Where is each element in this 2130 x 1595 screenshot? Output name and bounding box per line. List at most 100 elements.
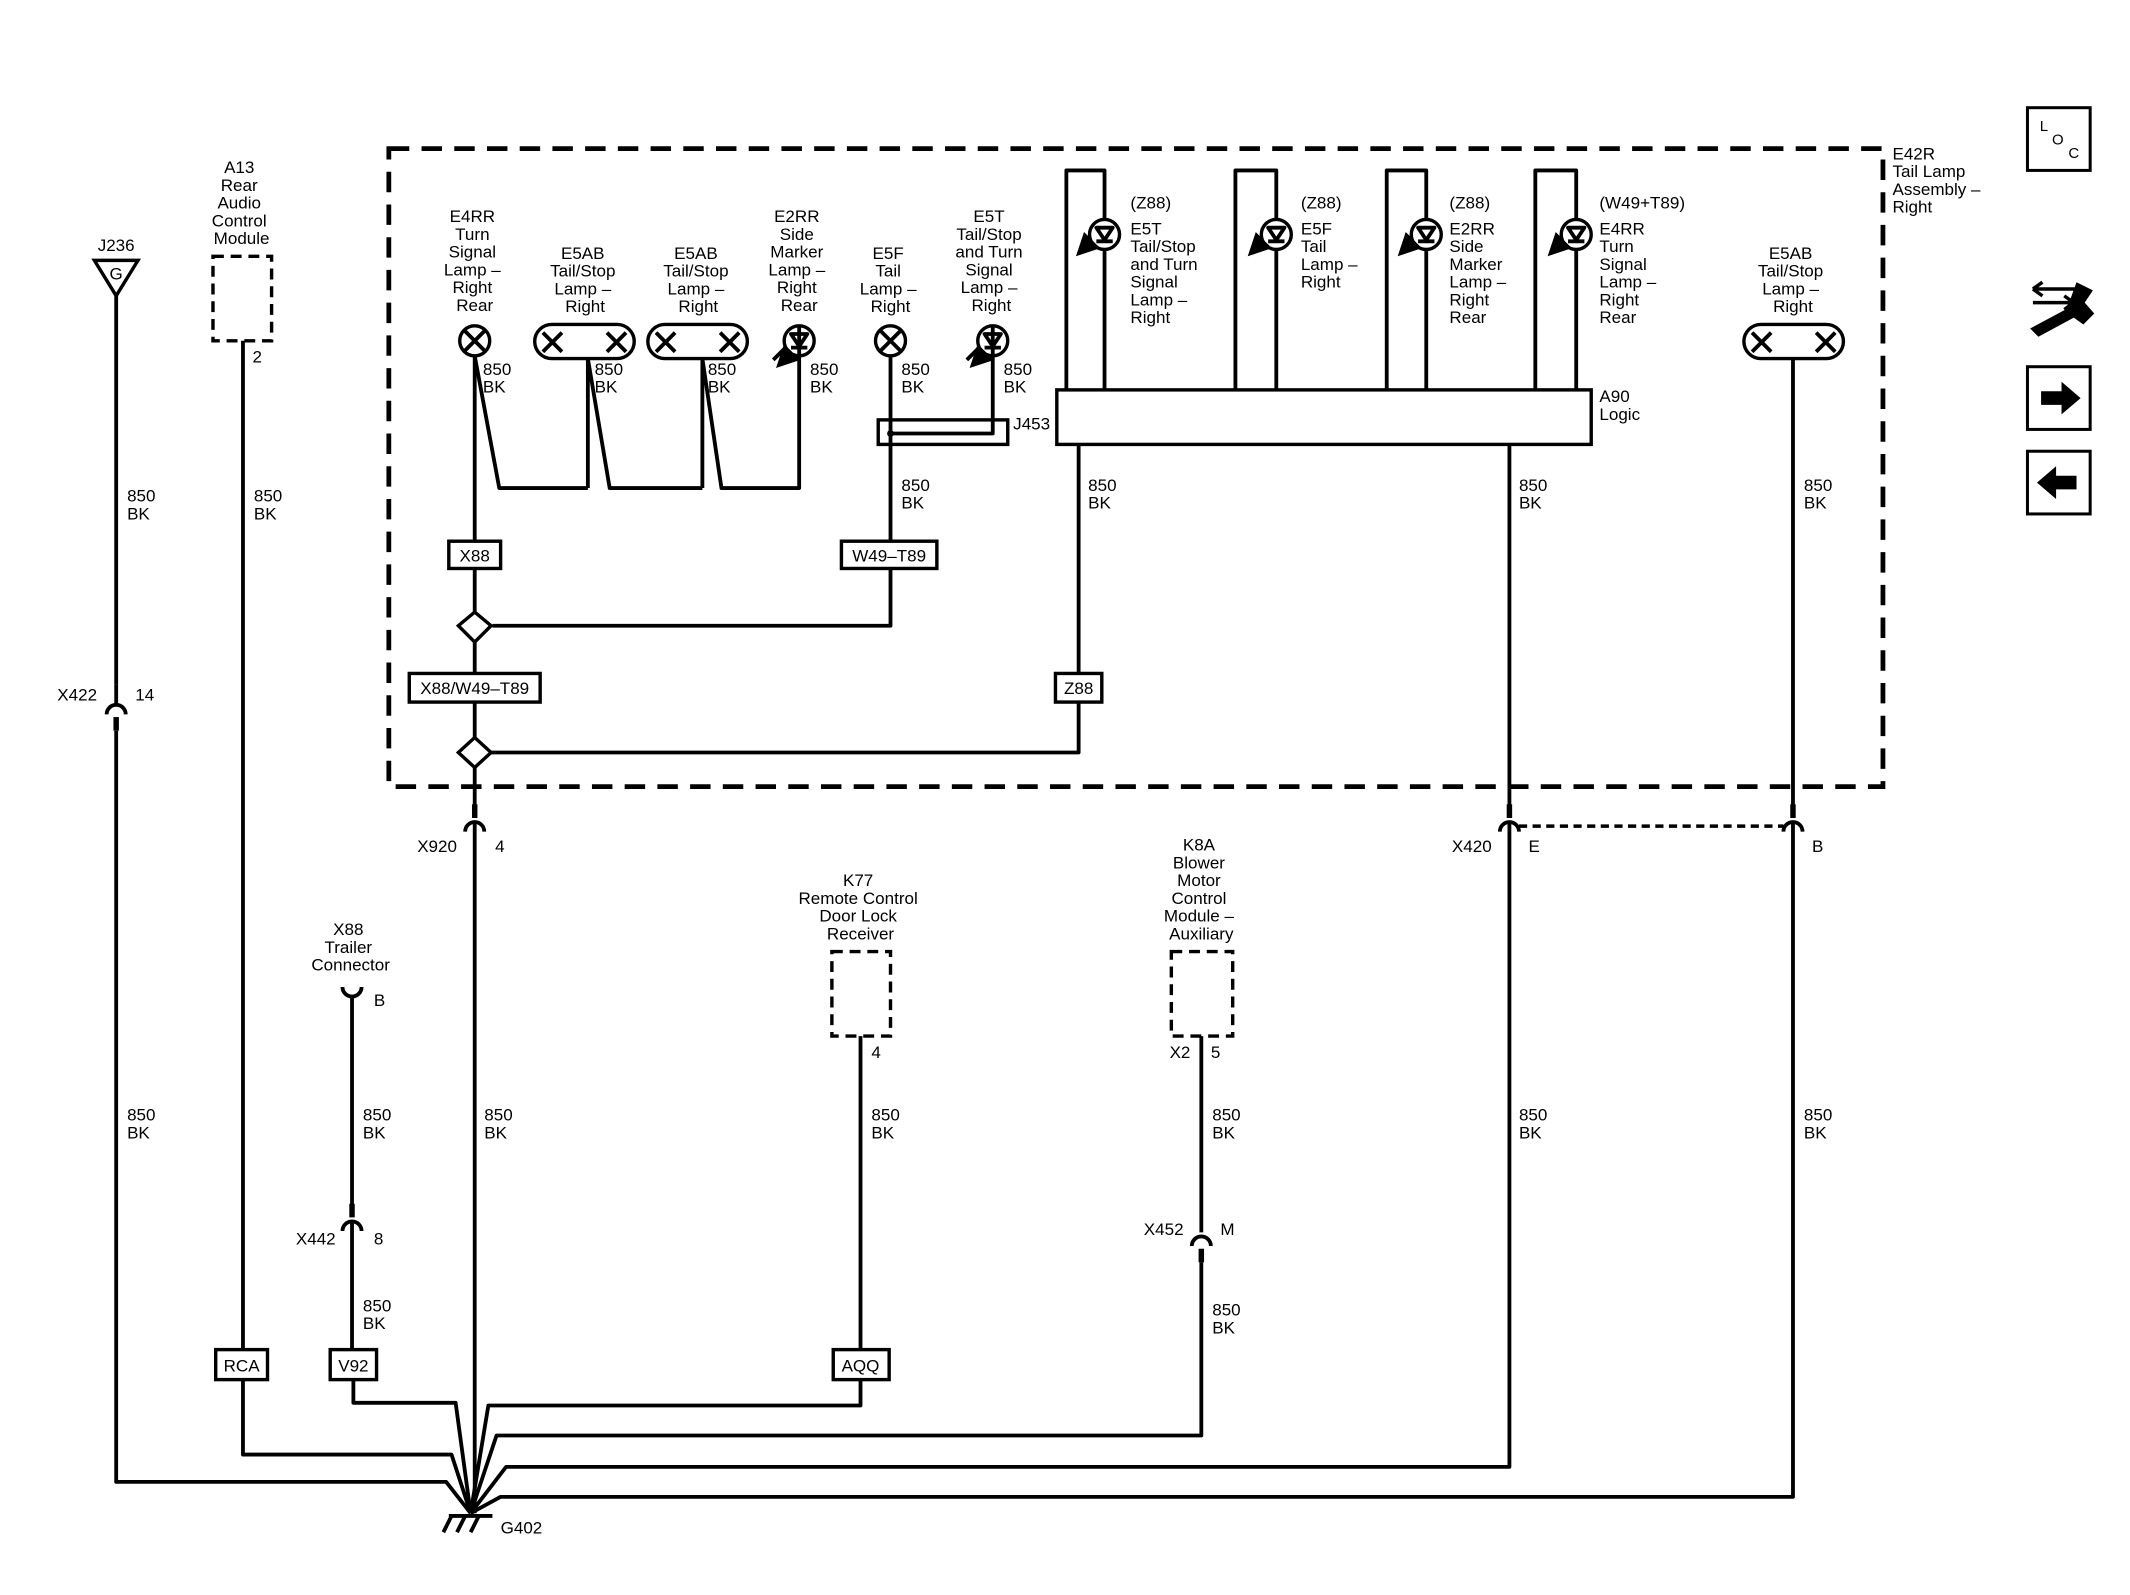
arrow-right-icon	[2041, 381, 2081, 415]
loc-button[interactable]: L O C	[2025, 106, 2092, 172]
led-e5f-label: E5F Tail Lamp – Right	[1301, 219, 1363, 291]
k8a-label: K8A Blower Motor Control Module – Auxili…	[1164, 836, 1239, 944]
x442-name: X442	[296, 1230, 336, 1249]
option-label-x88-w49-t89: X88/W49–T89	[420, 679, 529, 698]
k8a-component: K8A Blower Motor Control Module – Auxili…	[1164, 836, 1239, 1062]
lamp-e5ab-2: E5AB Tail/Stop Lamp – Right	[646, 244, 750, 361]
e5ab-right-label: E5AB Tail/Stop Lamp – Right	[1758, 244, 1828, 316]
wrench-arrows-icon[interactable]	[2030, 280, 2095, 337]
next-button[interactable]	[2025, 365, 2092, 431]
option-box-aqq	[831, 1347, 891, 1382]
prev-button[interactable]	[2025, 449, 2092, 516]
j236-pin: G	[110, 264, 123, 283]
option-label-x88: X88	[460, 547, 490, 566]
option-box-w49-t89	[839, 539, 939, 571]
lamp-e4rr-rear: E4RR Turn Signal Lamp – Right Rear	[444, 207, 506, 358]
e4rr-label: E4RR Turn Signal Lamp – Right Rear	[444, 207, 506, 315]
x920-connector: X920 4	[417, 804, 505, 856]
k77-pin: 4	[871, 1043, 880, 1062]
splice-diamond-1	[455, 609, 494, 645]
led-e4rr-label: E4RR Turn Signal Lamp – Right Rear	[1599, 219, 1661, 327]
led-e5f-option: (Z88)	[1301, 194, 1342, 213]
g402-label: G402	[501, 1519, 543, 1538]
splice-diamond-2	[455, 735, 494, 770]
x420-name: X420	[1452, 837, 1492, 856]
led-lamp-e5t: (Z88) E5T Tail/Stop and Turn Signal Lamp…	[1075, 194, 1202, 327]
x452-connector: X452 M	[1144, 1220, 1235, 1263]
x88-trailer-connector: X88 Trailer Connector B	[311, 920, 390, 1010]
led-e2rr-label: E2RR Side Marker Lamp – Right Rear	[1449, 219, 1511, 327]
x442-connector: X442 8	[296, 1203, 383, 1249]
lamp-e5ab-1: E5AB Tail/Stop Lamp – Right	[532, 244, 636, 361]
option-box-rca	[213, 1347, 270, 1382]
x422-pin: 14	[135, 686, 154, 705]
k8a-pin: 5	[1211, 1043, 1220, 1062]
x452-pin: M	[1220, 1220, 1234, 1239]
e5f-label: E5F Tail Lamp – Right	[860, 244, 922, 316]
led-lamp-e4rr: (W49+T89) E4RR Turn Signal Lamp – Right …	[1547, 194, 1685, 327]
led-lamp-e5f: (Z88) E5F Tail Lamp – Right	[1247, 194, 1363, 292]
a90-logic-block	[1055, 388, 1593, 447]
x420-connector: X420 E B	[1452, 804, 1823, 856]
x420-pin-e: E	[1529, 837, 1540, 856]
x920-pin: 4	[495, 837, 504, 856]
led-e4rr-option: (W49+T89)	[1599, 194, 1685, 213]
e5t-label: E5T Tail/Stop and Turn Signal Lamp – Rig…	[955, 207, 1027, 315]
option-label-rca: RCA	[224, 1356, 261, 1375]
x420-pin-b: B	[1812, 837, 1823, 856]
x442-pin: 8	[374, 1230, 383, 1249]
x422-connector: X422 14	[57, 686, 154, 731]
x920-name: X920	[417, 837, 457, 856]
option-label-v92: V92	[338, 1356, 368, 1375]
arrow-left-icon	[2036, 466, 2077, 499]
k8a-connector: X2	[1170, 1043, 1191, 1062]
k77-label: K77 Remote Control Door Lock Receiver	[799, 871, 923, 943]
lamp-e5f: E5F Tail Lamp – Right	[860, 244, 922, 358]
x88-trailer-label: X88 Trailer Connector	[311, 920, 390, 974]
a13-label: A13 Rear Audio Control Module	[212, 158, 272, 248]
a13-pin: 2	[253, 348, 262, 367]
option-label-aqq: AQQ	[842, 1356, 880, 1375]
option-box-z88	[1053, 671, 1104, 704]
led-lamp-e2rr: (Z88) E2RR Side Marker Lamp – Right Rear	[1397, 194, 1511, 327]
option-label-z88: Z88	[1064, 679, 1093, 698]
tail-lamp-assembly-boundary	[386, 146, 1886, 789]
k77-component: K77 Remote Control Door Lock Receiver 4	[799, 871, 923, 1062]
a13-component: A13 Rear Audio Control Module 2	[211, 158, 274, 367]
loc-letter-c: C	[2068, 145, 2079, 162]
led-e2rr-option: (Z88)	[1449, 194, 1490, 213]
led-e5t-label: E5T Tail/Stop and Turn Signal Lamp – Rig…	[1130, 219, 1202, 327]
option-label-w49-t89: W49–T89	[852, 547, 926, 566]
tail-lamp-assembly-label: E42R Tail Lamp Assembly – Right	[1892, 145, 1985, 217]
lamp-e5t: E5T Tail/Stop and Turn Signal Lamp – Rig…	[955, 207, 1027, 365]
e5ab-2-label: E5AB Tail/Stop Lamp – Right	[663, 244, 733, 316]
e5ab-1-label: E5AB Tail/Stop Lamp – Right	[550, 244, 620, 316]
x452-name: X452	[1144, 1220, 1184, 1239]
e2rr-label: E2RR Side Marker Lamp – Right Rear	[768, 207, 830, 315]
ground-g402: G402	[441, 1514, 543, 1538]
a90-label: A90 Logic	[1599, 387, 1640, 424]
j236-component: J236 G	[91, 236, 142, 300]
option-box-x88-w49-t89	[407, 671, 542, 704]
loc-letter-o: O	[2052, 132, 2064, 149]
